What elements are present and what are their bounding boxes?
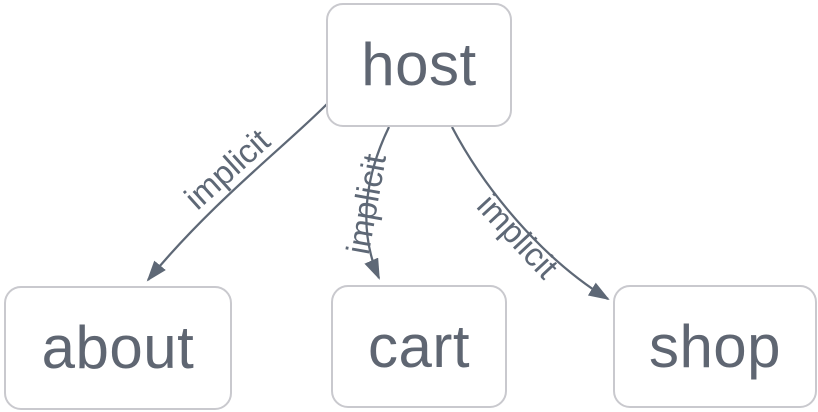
node-label: shop (648, 312, 782, 380)
node-shop[interactable]: shop (613, 285, 817, 408)
node-host[interactable]: host (326, 3, 512, 127)
node-about[interactable]: about (4, 286, 232, 410)
node-label: host (361, 31, 477, 98)
node-label: about (41, 314, 195, 381)
edge-host-shop (451, 126, 610, 301)
node-label: cart (367, 312, 471, 380)
edge-host-about (146, 101, 330, 282)
edge-host-cart (364, 126, 391, 280)
node-cart[interactable]: cart (331, 285, 507, 408)
